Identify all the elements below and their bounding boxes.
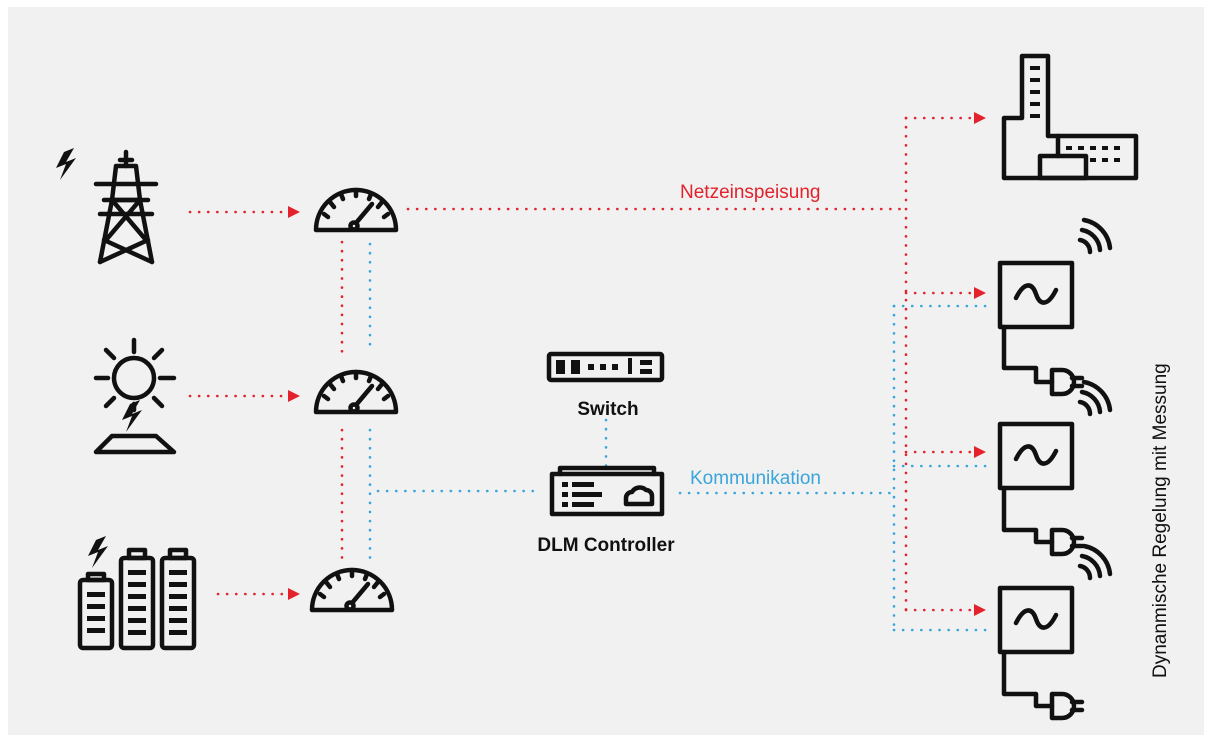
building-icon	[1001, 53, 1139, 181]
communication-label: Kommunikation	[690, 468, 821, 489]
solar-panel-icon	[93, 337, 177, 455]
controller-label: DLM Controller	[537, 535, 675, 556]
power-flow-lines	[188, 116, 972, 612]
power-flow-arrows	[288, 112, 986, 616]
switch-label: Switch	[577, 399, 638, 420]
ev-charger-icon	[997, 543, 1113, 721]
communication-lines	[368, 242, 992, 632]
energy-meter-icon	[313, 369, 399, 415]
feed-in-label: Netzeinspeisung	[680, 182, 820, 203]
diagram-canvas: Netzeinspeisung Kommunikation Switch DLM…	[8, 7, 1204, 735]
network-switch-icon	[546, 351, 665, 383]
side-caption: Dynanmische Regelung mit Messung	[1150, 363, 1171, 678]
ev-charger-icon	[997, 217, 1113, 397]
dlm-controller-icon	[549, 465, 665, 517]
power-pylon-icon	[56, 148, 159, 265]
ev-charger-icon	[997, 379, 1113, 557]
energy-meter-icon	[313, 187, 399, 233]
energy-meter-icon	[309, 567, 395, 613]
battery-storage-icon	[77, 536, 197, 651]
load-management-diagram: Netzeinspeisung Kommunikation Switch DLM…	[56, 53, 1171, 721]
